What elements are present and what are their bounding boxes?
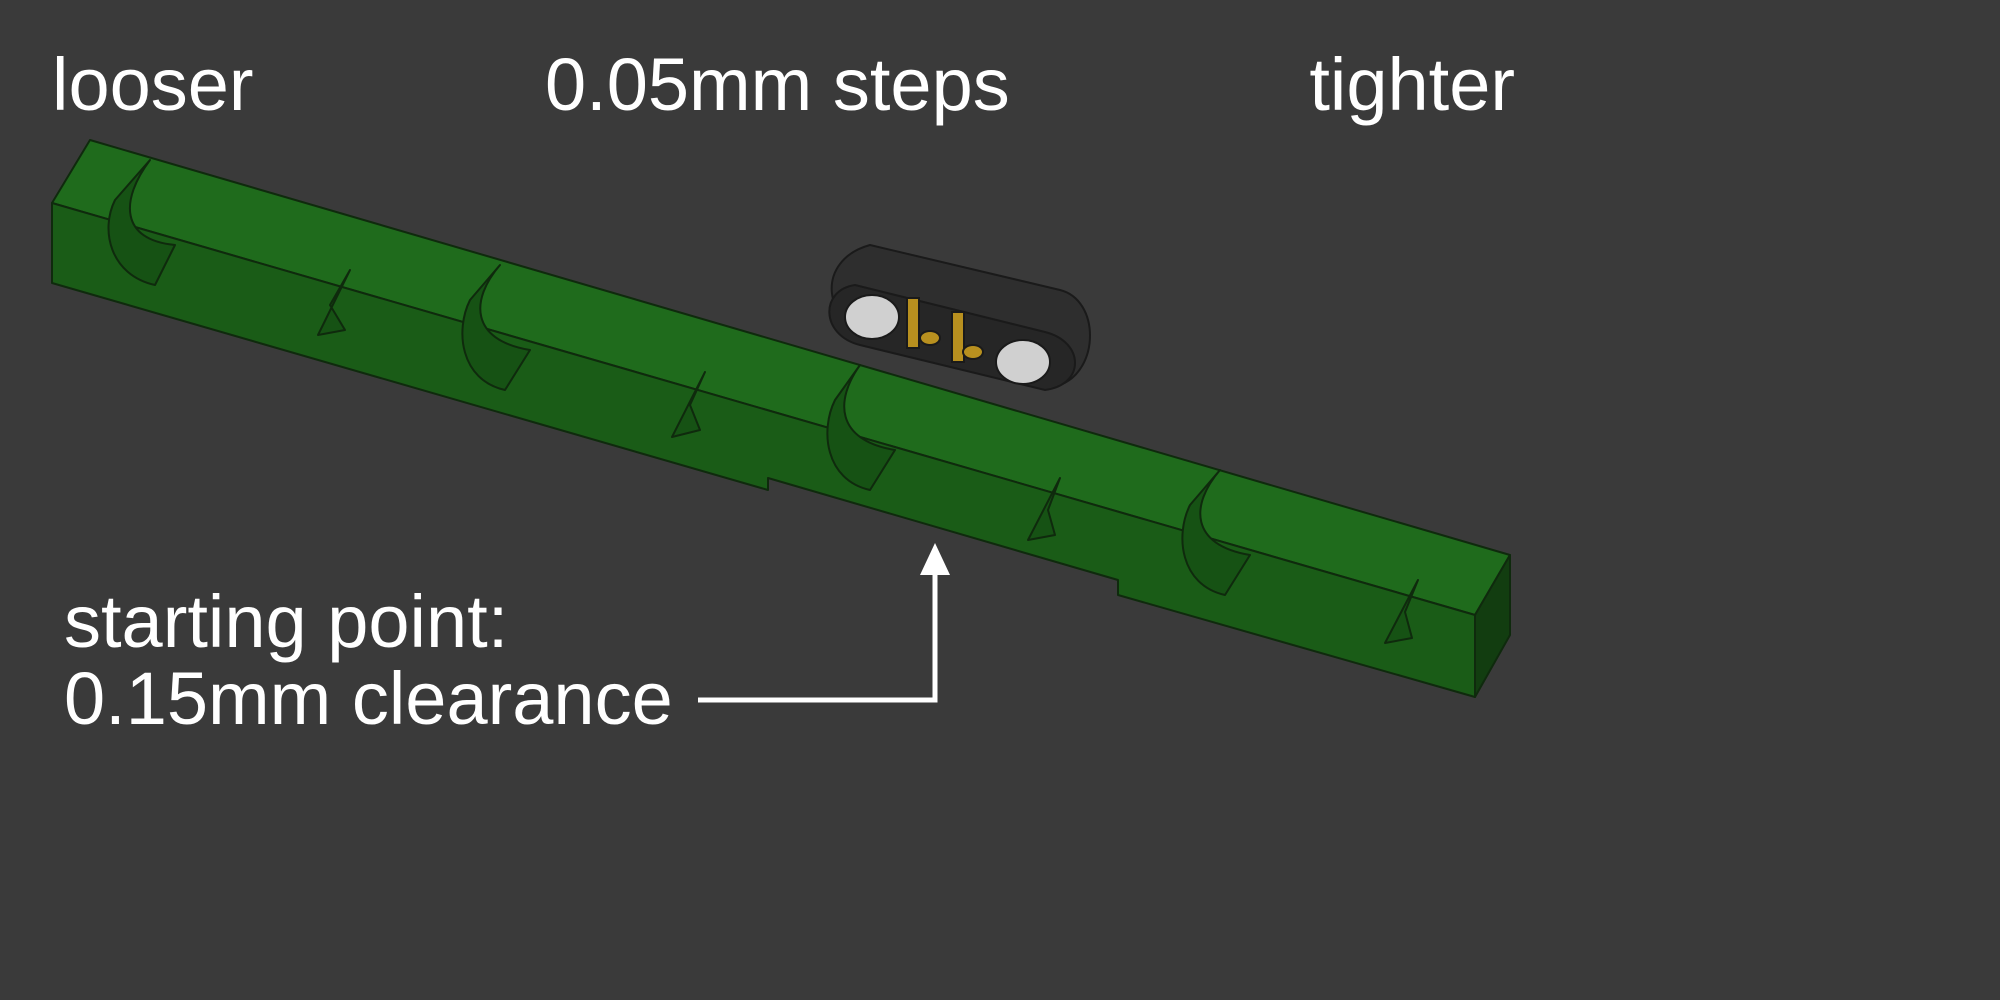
magnet-left (844, 294, 900, 340)
slots (107, 159, 1419, 644)
clearance-label: 0.15mm clearance (64, 657, 673, 740)
pin-pad-left (919, 330, 941, 346)
magnet-right (995, 339, 1051, 385)
steps-label: 0.05mm steps (545, 43, 1010, 126)
callout-arrow (698, 543, 950, 703)
pogo-pin-right (951, 311, 965, 363)
looser-label: looser (52, 43, 254, 126)
strip-top-face (51, 139, 1511, 616)
pogo-pin-left (906, 297, 920, 349)
magnetic-connector (828, 243, 1091, 392)
tighter-label: tighter (1309, 43, 1515, 126)
green-test-strip (51, 139, 1511, 698)
strip-end-face (1474, 554, 1511, 698)
pin-pad-right (962, 344, 984, 360)
starting-point-label: starting point: (64, 580, 509, 663)
